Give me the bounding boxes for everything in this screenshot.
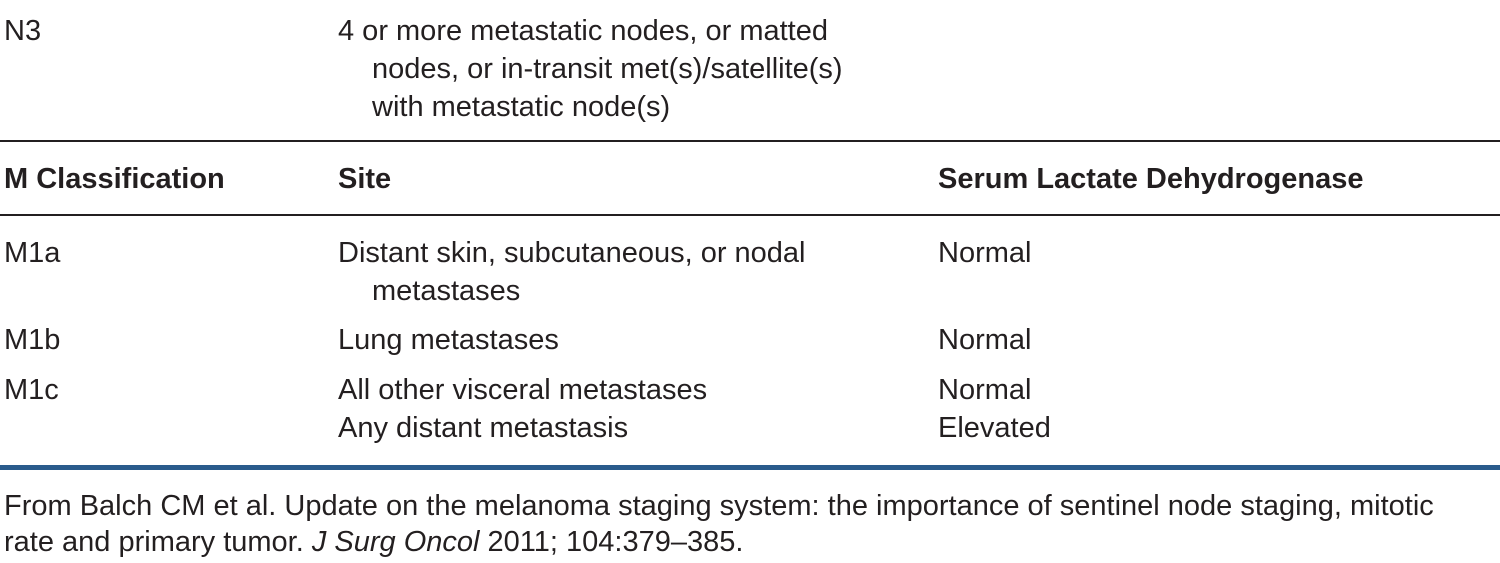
ldh-cell: Normal bbox=[938, 237, 1032, 269]
site-cell: Distant skin, subcutaneous, or nodal met… bbox=[338, 234, 806, 310]
n-code-cell: N3 bbox=[4, 15, 42, 47]
citation-footnote: From Balch CM et al. Update on the melan… bbox=[4, 488, 1434, 560]
site-line: All other visceral metastases bbox=[338, 374, 708, 406]
m-code-cell: M1b bbox=[4, 324, 61, 356]
site-cell: All other visceral metastases bbox=[338, 371, 707, 409]
header-m-classification: M Classification bbox=[4, 163, 225, 195]
n-description-line: nodes, or in-transit met(s)/satellite(s) bbox=[372, 53, 843, 85]
header-serum-ldh: Serum Lactate Dehydrogenase bbox=[938, 163, 1364, 195]
citation-line-2: rate and primary tumor. J Surg Oncol 201… bbox=[4, 524, 1434, 560]
journal-name: J Surg Oncol bbox=[311, 526, 480, 558]
header-divider bbox=[0, 214, 1500, 216]
header-site: Site bbox=[338, 163, 392, 195]
citation-text: 2011; 104:379–385. bbox=[479, 526, 744, 558]
citation-text: rate and primary tumor. bbox=[4, 526, 312, 558]
site-line: Any distant metastasis bbox=[338, 412, 629, 444]
site-line: Distant skin, subcutaneous, or nodal bbox=[338, 237, 806, 269]
section-divider bbox=[0, 140, 1500, 142]
ldh-cell: Normal bbox=[938, 374, 1032, 406]
site-line: Lung metastases bbox=[338, 324, 559, 356]
table-bottom-rule bbox=[0, 465, 1500, 470]
citation-line-1: From Balch CM et al. Update on the melan… bbox=[4, 490, 1434, 522]
n-description-line: 4 or more metastatic nodes, or matted bbox=[338, 15, 828, 47]
m-code-cell: M1a bbox=[4, 237, 61, 269]
ldh-cell: Elevated bbox=[938, 412, 1051, 444]
site-cell: Any distant metastasis bbox=[338, 409, 628, 447]
site-line: metastases bbox=[372, 275, 521, 307]
n-description-line: with metastatic node(s) bbox=[372, 91, 671, 123]
n-description-cell: 4 or more metastatic nodes, or matted no… bbox=[338, 12, 843, 126]
ldh-cell: Normal bbox=[938, 324, 1032, 356]
site-cell: Lung metastases bbox=[338, 321, 559, 359]
m-code-cell: M1c bbox=[4, 374, 59, 406]
